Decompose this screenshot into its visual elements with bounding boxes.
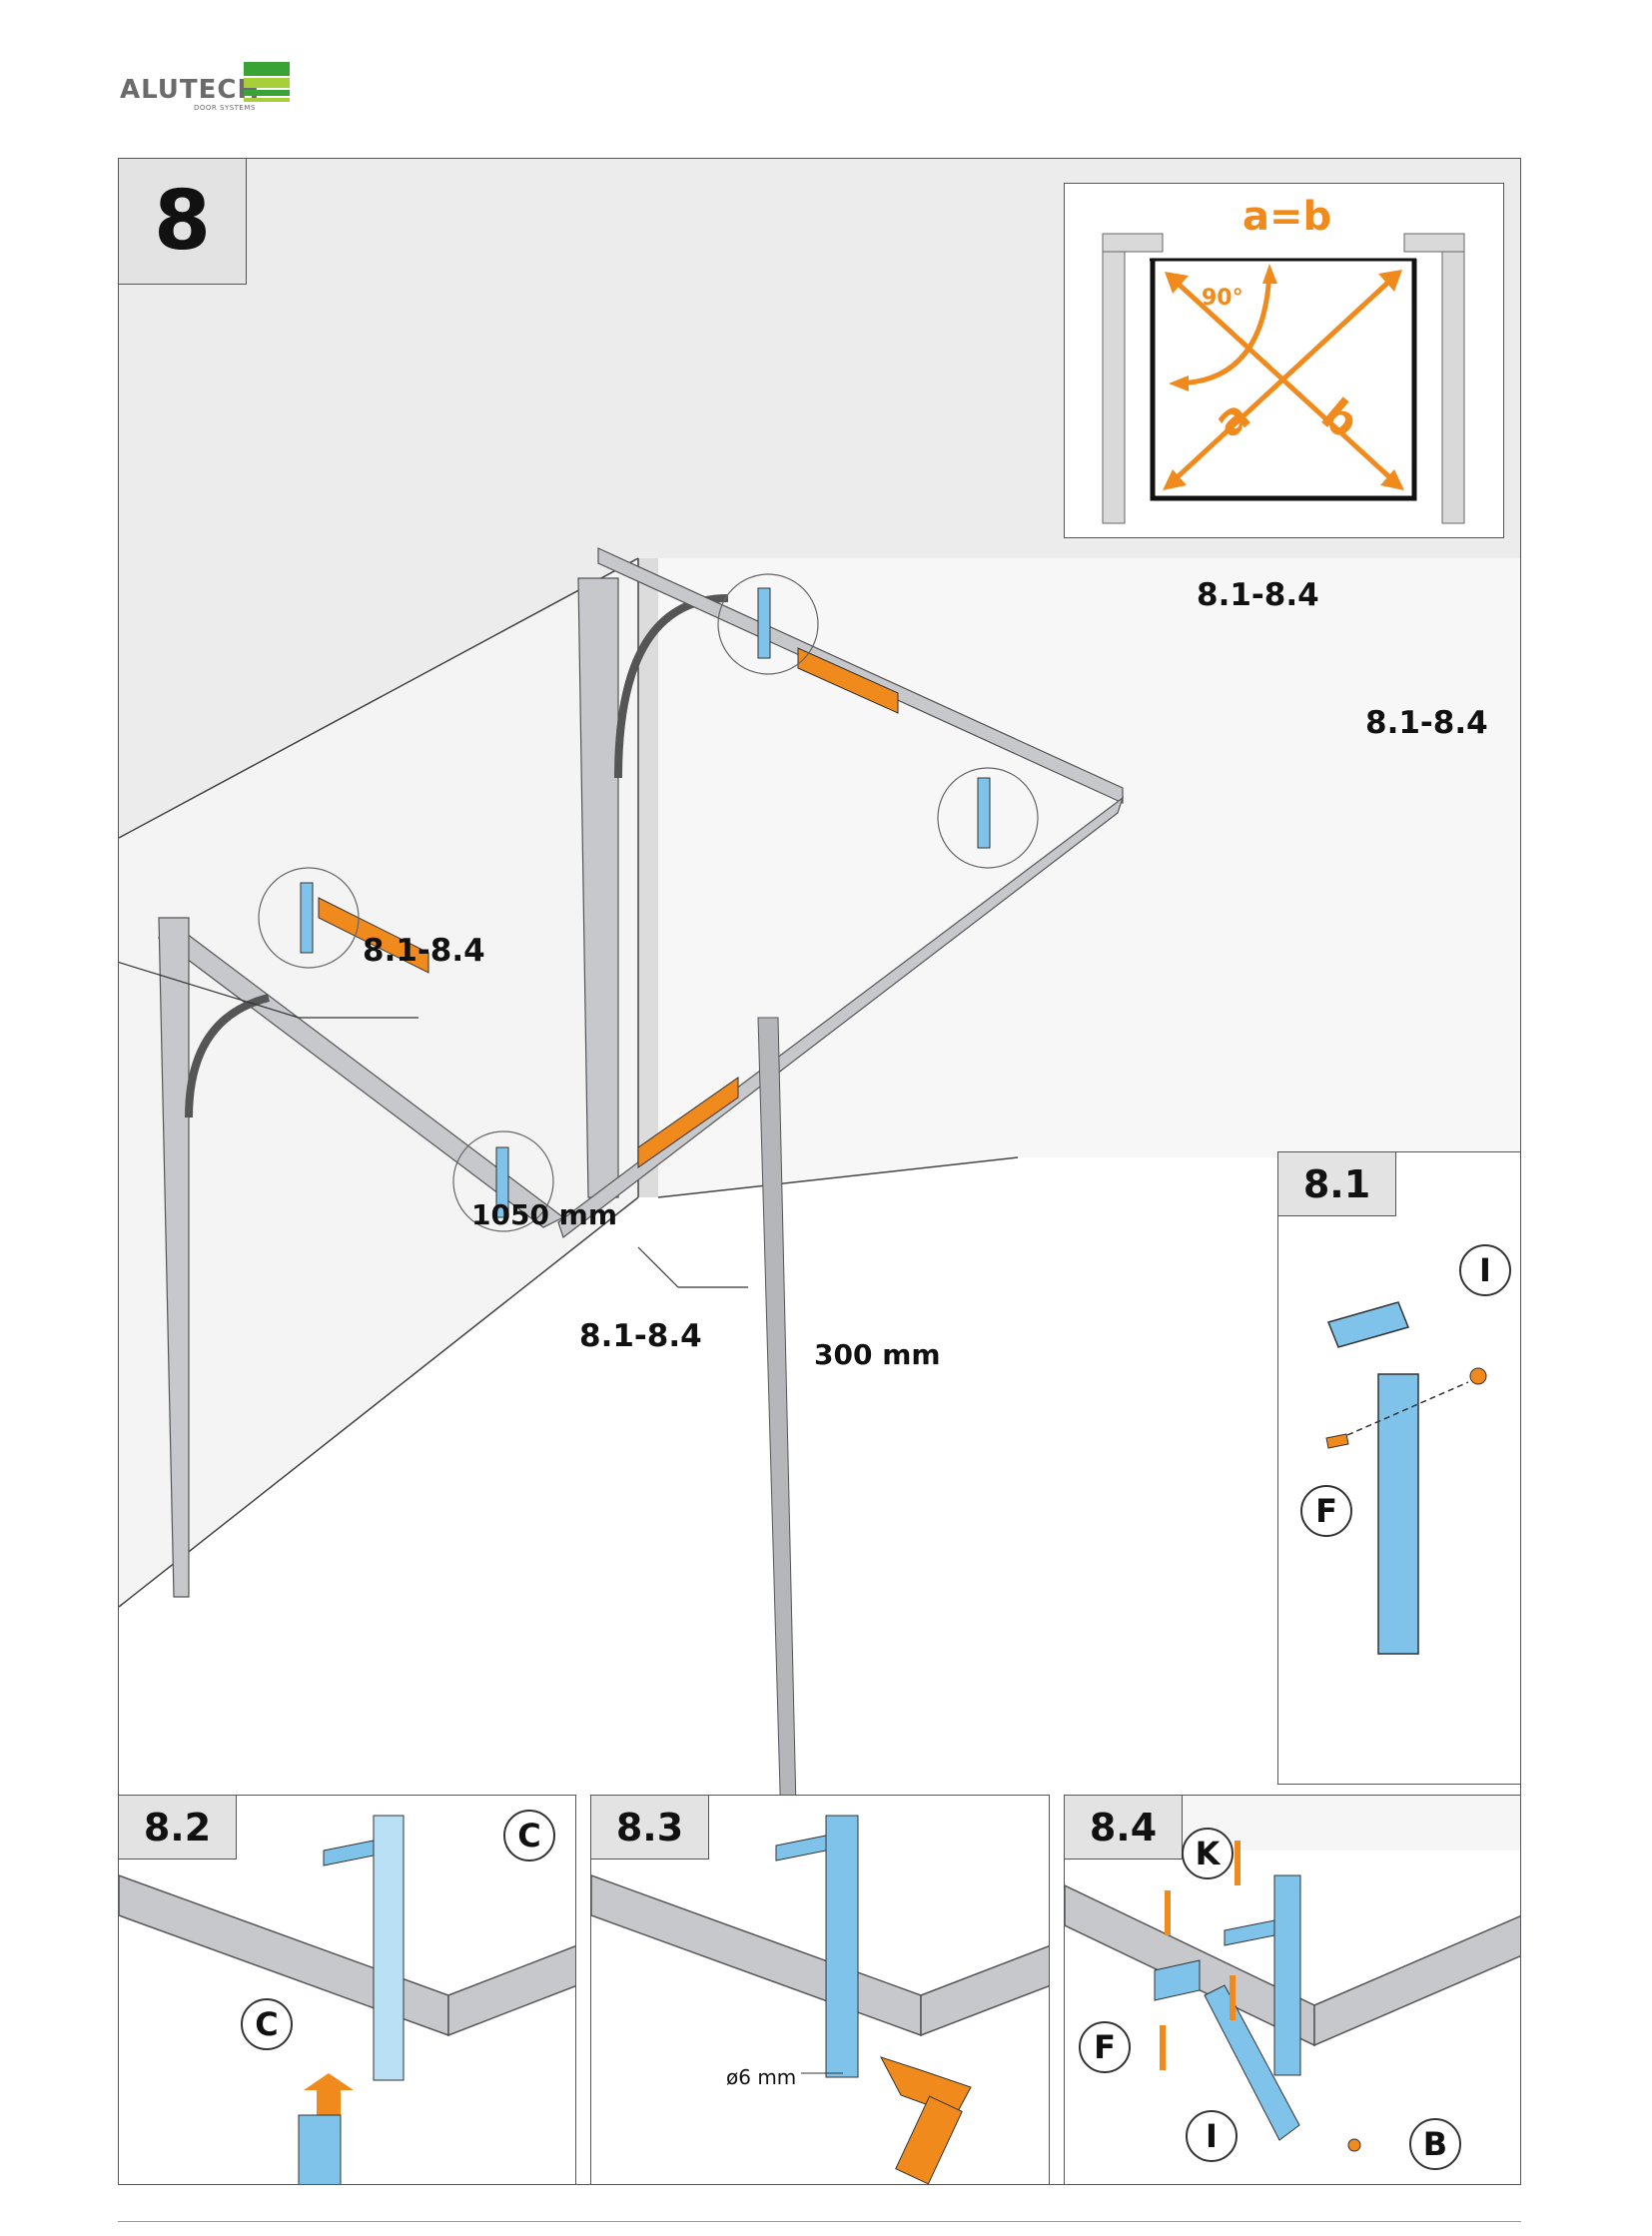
callout-label-top-right-2: 8.1-8.4 — [1365, 705, 1488, 741]
part-I-label: I — [1459, 1244, 1511, 1296]
panel-8-4-title: 8.4 — [1065, 1796, 1183, 1860]
angle-label: 90° — [1202, 286, 1243, 311]
panel-8-1: 8.1 I F — [1277, 1151, 1521, 1785]
footer-divider — [118, 2221, 1521, 2222]
step-number: 8 — [119, 159, 247, 285]
panel-8-4: 8.4 K F I B — [1064, 1795, 1521, 2185]
brand-tagline: DOOR SYSTEMS — [194, 104, 256, 112]
part-F-label: F — [1300, 1485, 1352, 1537]
part-C-label-bottom: C — [241, 1998, 293, 2050]
panel-8-3-title: 8.3 — [591, 1796, 709, 1860]
diagonal-check-inset: a=b 90° a b — [1064, 183, 1504, 538]
dimension-1050: 1050 mm — [471, 1198, 618, 1231]
brand-name: ALUTECH — [120, 75, 261, 105]
drill-diameter-label: ø6 mm — [726, 2065, 797, 2089]
diagonal-equation: a=b — [1242, 194, 1332, 240]
panel-8-2: 8.2 C C — [118, 1795, 576, 2185]
panel-8-1-illustration — [1325, 1301, 1487, 1655]
part-C-label-top: C — [503, 1810, 555, 1862]
panel-8-1-title: 8.1 — [1278, 1152, 1396, 1216]
part-K-label: K — [1182, 1828, 1234, 1879]
part-B-label: B — [1409, 2118, 1461, 2170]
panel-8-3-illustration — [591, 1815, 1049, 2184]
callout-label-top-right-1: 8.1-8.4 — [1197, 577, 1319, 613]
callout-label-center: 8.1-8.4 — [579, 1318, 702, 1354]
brand-logo-icon — [244, 62, 290, 108]
part-I-label-8-4: I — [1186, 2110, 1238, 2162]
part-F-label-8-4: F — [1079, 2021, 1131, 2073]
panel-8-3: 8.3 ø6 mm — [590, 1795, 1050, 2185]
panel-8-2-title: 8.2 — [119, 1796, 237, 1860]
panel-8-2-illustration — [119, 1815, 575, 2184]
dimension-300: 300 mm — [814, 1338, 941, 1371]
callout-label-left: 8.1-8.4 — [363, 933, 485, 969]
